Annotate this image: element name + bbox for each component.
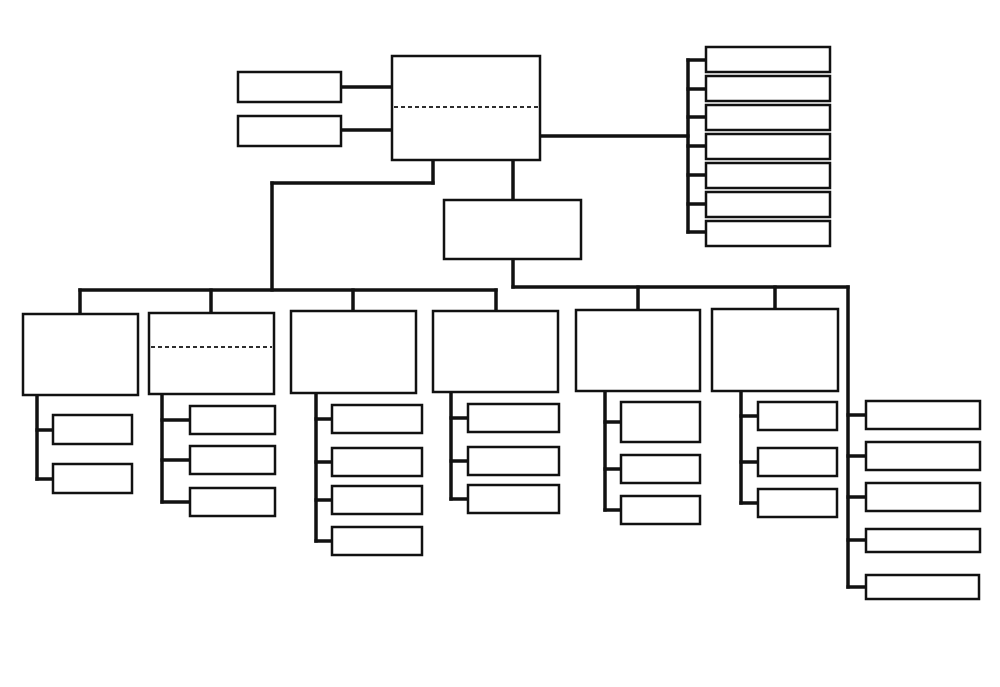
dept-3-sub-1 xyxy=(330,403,424,435)
connector-lines xyxy=(35,58,868,589)
right-list-box-1 xyxy=(704,45,832,74)
dept-6-sub-3 xyxy=(756,487,839,519)
right-branch-box-5 xyxy=(864,573,981,601)
middle-box xyxy=(442,198,583,261)
dept-4-sub-2 xyxy=(466,445,561,477)
right-branch-box-2 xyxy=(864,440,982,472)
dept-6-sub-1 xyxy=(756,400,839,432)
right-branch-box-4 xyxy=(864,527,982,554)
right-list-box-3 xyxy=(704,103,832,132)
right-list-box-7 xyxy=(704,219,832,248)
dept-3-sub-2 xyxy=(330,446,424,478)
top-side-box-1 xyxy=(236,70,343,104)
dept-4-sub-3 xyxy=(466,483,561,515)
dept-2-sub-1 xyxy=(188,404,277,436)
dept-5-sub-2 xyxy=(619,453,702,485)
department-5 xyxy=(574,308,702,393)
department-2 xyxy=(147,311,276,396)
org-boxes xyxy=(21,45,982,601)
top-side-box-2 xyxy=(236,114,343,148)
department-3 xyxy=(289,309,418,395)
department-6 xyxy=(710,307,840,393)
dept-5-sub-1 xyxy=(619,400,702,444)
dept-2-sub-3 xyxy=(188,486,277,518)
right-list-box-2 xyxy=(704,74,832,103)
right-list-box-4 xyxy=(704,132,832,161)
right-list-box-5 xyxy=(704,161,832,190)
dept-4-sub-1 xyxy=(466,402,561,434)
right-branch-box-3 xyxy=(864,481,982,513)
dept-1-sub-2 xyxy=(51,462,134,495)
right-branch-box-1 xyxy=(864,399,982,431)
dept-6-sub-2 xyxy=(756,446,839,478)
dept-2-sub-2 xyxy=(188,444,277,476)
department-1 xyxy=(21,312,140,397)
dept-1-sub-1 xyxy=(51,413,134,446)
dept-5-sub-3 xyxy=(619,494,702,526)
department-4 xyxy=(431,309,560,394)
right-list-box-6 xyxy=(704,190,832,219)
dept-3-sub-3 xyxy=(330,484,424,516)
top-box xyxy=(390,54,542,162)
dept-3-sub-4 xyxy=(330,525,424,557)
